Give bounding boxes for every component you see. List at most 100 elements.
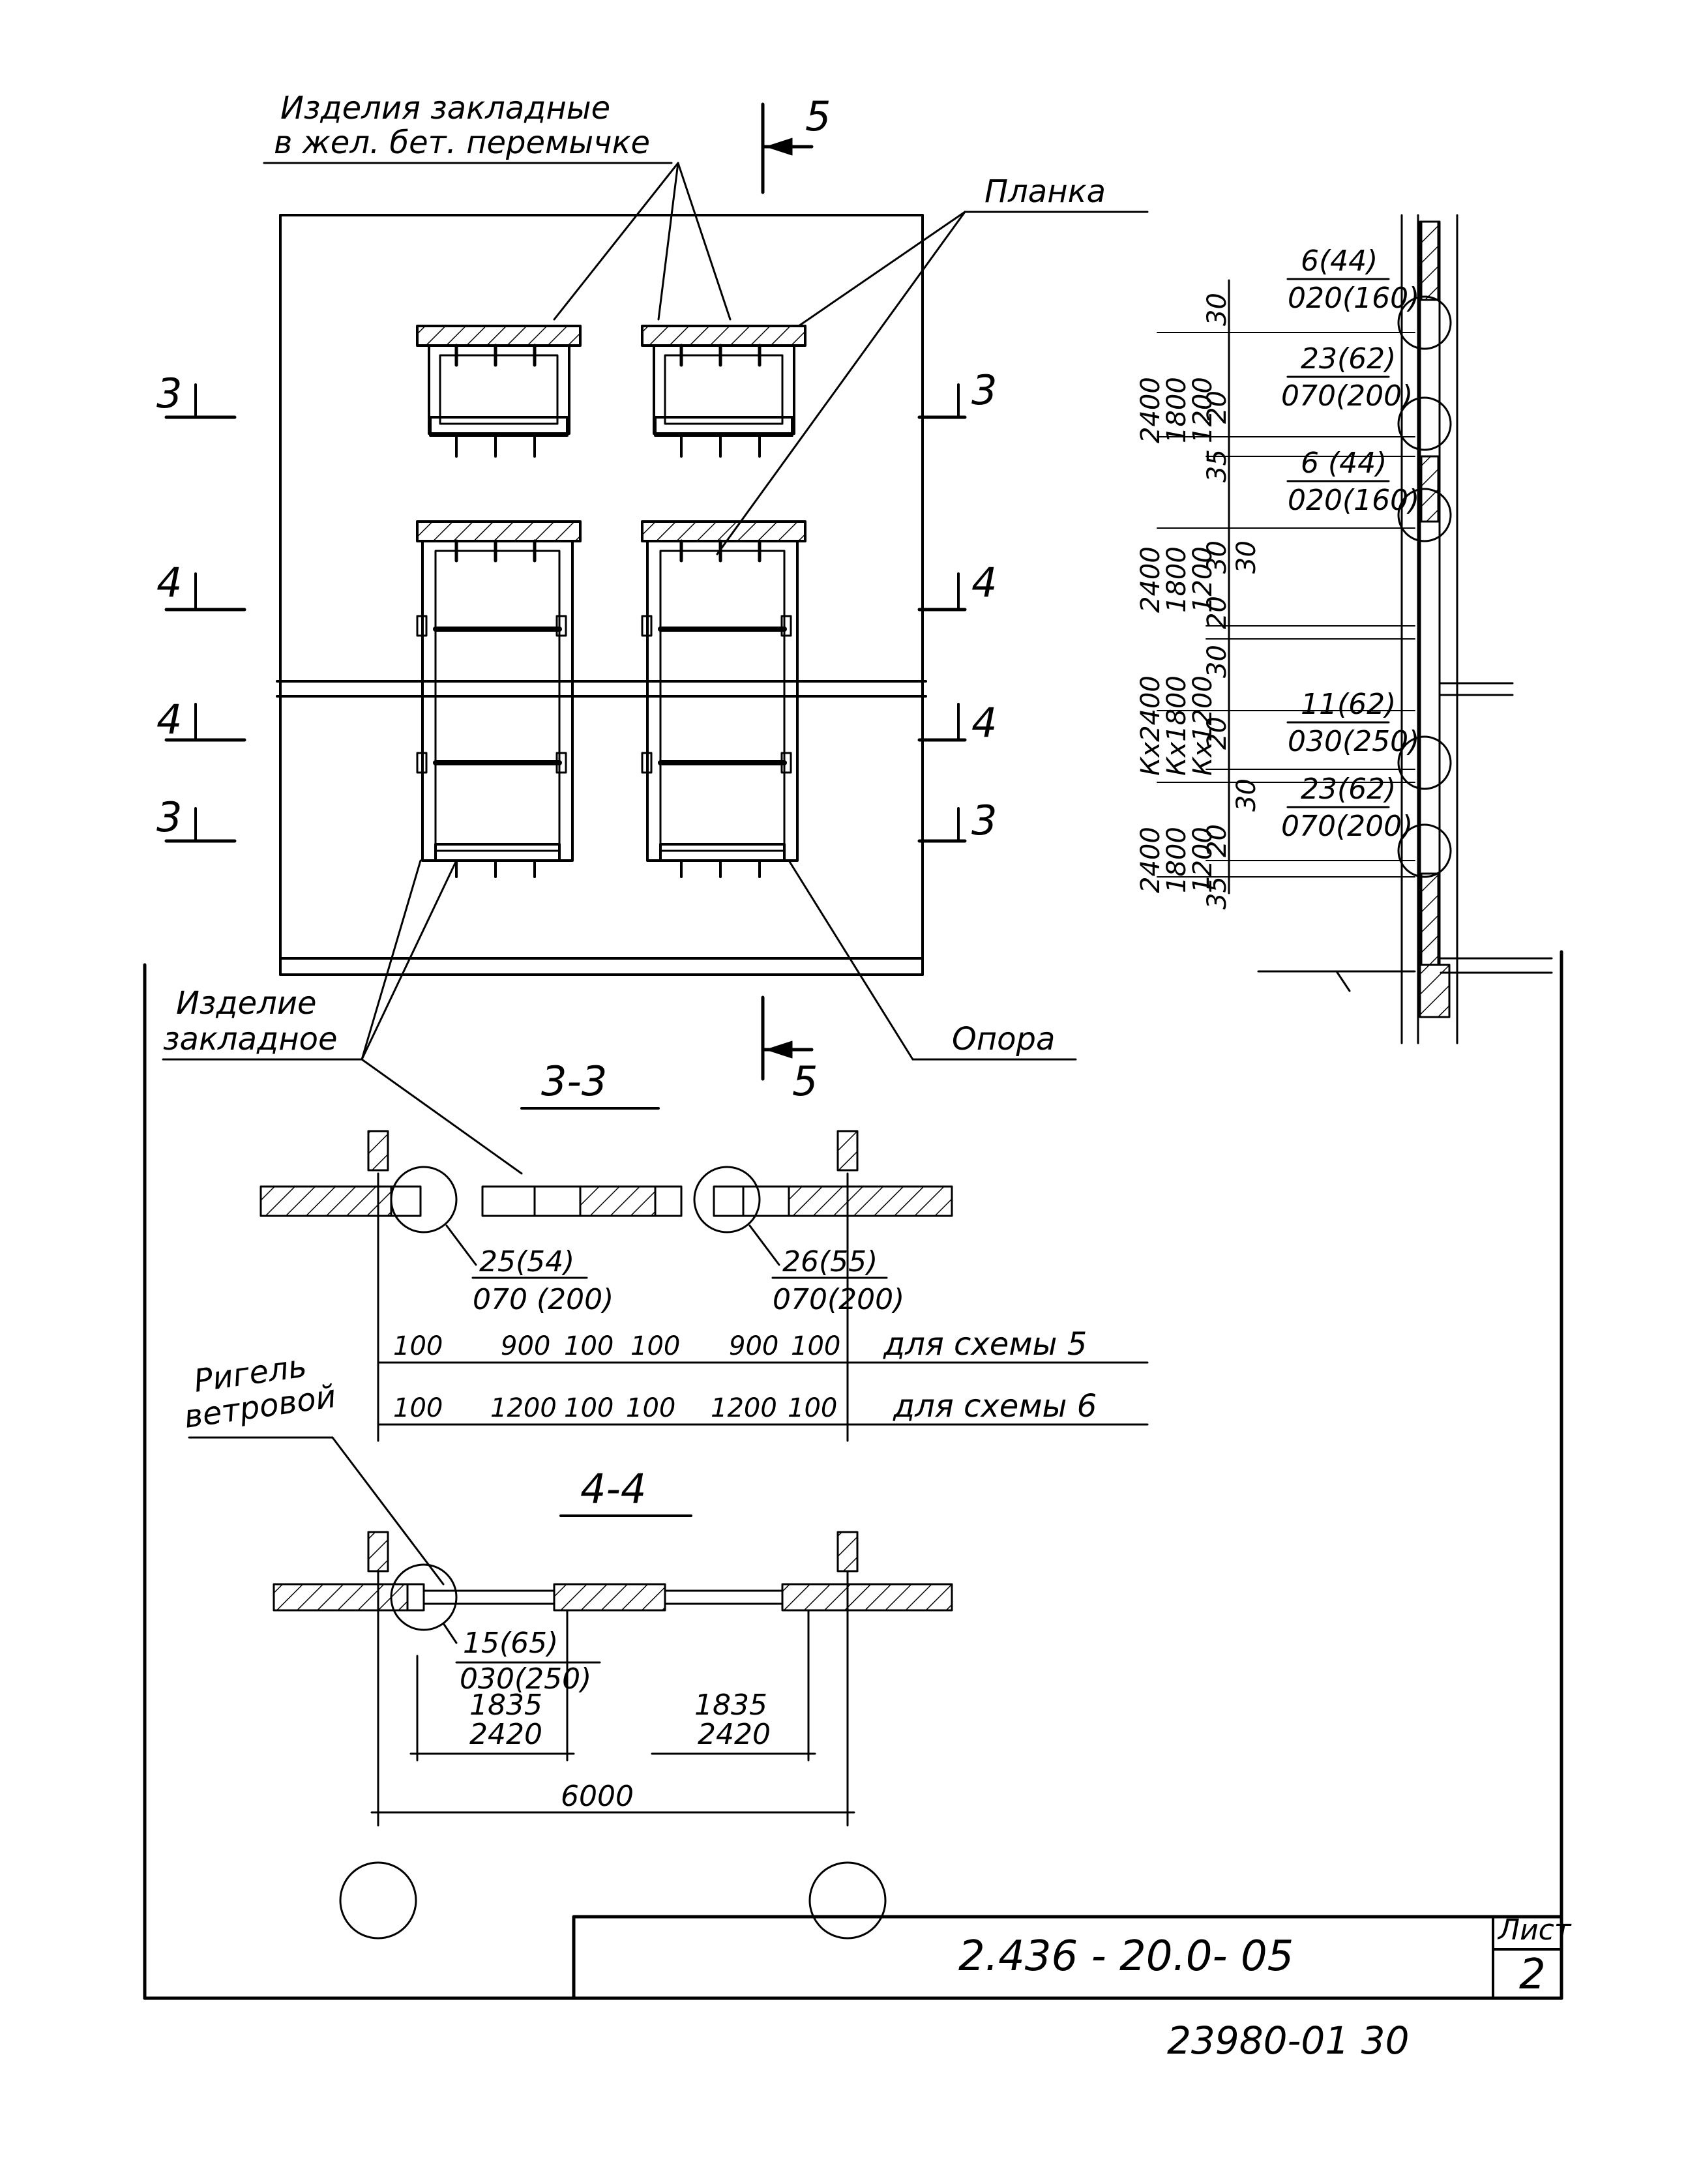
window-upper-left (416, 325, 582, 458)
right-callouts: 6(44) 020(160) 23(62) 070(200) 6 (44) 02… (1281, 244, 1419, 843)
height-2-c: 1200 (1188, 546, 1218, 613)
dim-v-8: 20 (1202, 716, 1232, 750)
height-2-a: 2400 (1136, 546, 1166, 613)
callout-r2-num: 23(62) (1301, 342, 1396, 376)
label-embedded-item: Изделие закладное (162, 859, 523, 1175)
cut-right-3-top: 3 (971, 366, 997, 414)
callout-r3-code: 020(160) (1288, 484, 1419, 517)
callout-r5-code: 070(200) (1281, 810, 1413, 843)
s33-scheme5-label: для схемы 5 (883, 1326, 1087, 1363)
section-4-4-title: 4-4 (580, 1465, 646, 1513)
section-mark-5-bottom: 5 (761, 996, 818, 1105)
s33-callout-left-num: 25(54) (479, 1245, 574, 1278)
s44-callout-num: 15(65) (463, 1627, 558, 1660)
section-3-3: 3-3 25(54) 070 (200) 26(55) 070(200) 100… (259, 1057, 1149, 1442)
label-support-text: Опора (952, 1021, 1055, 1057)
height-3-b: Кх1800 (1162, 675, 1192, 776)
cut-right-3-bottom: 3 (971, 797, 997, 844)
sheet-frame (143, 950, 1563, 2000)
height-4-a: 2400 (1136, 827, 1166, 893)
s33-row5-1: 900 (501, 1331, 550, 1361)
s44-left-dim-top: 1835 (469, 1689, 542, 1722)
sheet-label: Лист (1497, 1913, 1572, 1947)
s33-callout-left-code: 070 (200) (473, 1283, 614, 1316)
callout-r3-num: 6 (44) (1301, 447, 1387, 480)
callout-r1-code: 020(160) (1288, 282, 1419, 315)
s33-row5-0: 100 (393, 1331, 443, 1361)
dim-v-2: 20 (1202, 391, 1232, 424)
cut-left-3-top: 3 (156, 370, 182, 417)
wall-elevation: 3 3 4 4 4 4 3 3 (156, 214, 997, 976)
dimension-ladder: 30 20 35 30 30 20 30 20 30 20 35 2400 18… (1136, 279, 1415, 909)
sheet-number: 2 (1519, 1951, 1546, 1999)
height-3-a: Кх2400 (1136, 675, 1166, 776)
height-3-c: Кх1200 (1188, 675, 1218, 776)
label-embedded-lintel-line1: Изделия закладные (280, 90, 610, 126)
cut-left-4-top: 4 (156, 559, 182, 606)
section-4-4: 4-4 15(65) 030(250) 1835 2420 1835 2420 … (273, 1465, 953, 1940)
label-wind-rail: Ригель ветровой (182, 1348, 445, 1586)
callout-r2-code: 070(200) (1281, 379, 1413, 413)
s33-row6-0: 100 (393, 1393, 443, 1423)
title-block: 2.436 - 20.0- 05 Лист 2 (572, 1913, 1572, 2000)
callout-r5-num: 23(62) (1301, 773, 1396, 806)
dim-v-9: 30 (1232, 778, 1262, 812)
cut-left-4-bottom: 4 (156, 696, 182, 743)
s33-callout-right-code: 070(200) (773, 1283, 904, 1316)
label-embedded-item-line2: закладное (163, 1021, 338, 1057)
archive-stamp: 23980-01 30 (1167, 2018, 1409, 2063)
doc-code: 2.436 - 20.0- 05 (958, 1932, 1294, 1981)
dim-v-10: 20 (1202, 824, 1232, 857)
window-lower-left (416, 520, 582, 878)
vertical-section-5-5 (1257, 214, 1553, 1044)
s33-row6-1: 1200 (490, 1393, 557, 1423)
s33-row5-2: 100 (564, 1331, 614, 1361)
s33-row5-3: 100 (630, 1331, 680, 1361)
s33-row6-5: 100 (788, 1393, 837, 1423)
s44-right-dim-bottom: 2420 (698, 1718, 771, 1751)
section-3-3-title: 3-3 (541, 1057, 607, 1105)
dim-v-11: 35 (1202, 876, 1232, 909)
label-plank: Планка (716, 173, 1149, 555)
height-1-c: 1200 (1188, 377, 1218, 443)
dim-v-6: 20 (1202, 596, 1232, 629)
callout-r4-num: 11(62) (1301, 688, 1396, 721)
s33-row5-5: 100 (791, 1331, 840, 1361)
height-2-b: 1800 (1162, 546, 1192, 613)
callout-r1-num: 6(44) (1301, 244, 1378, 278)
label-plank-text: Планка (984, 173, 1106, 210)
height-1-a: 2400 (1136, 377, 1166, 443)
window-upper-right (641, 325, 806, 458)
callout-r4-code: 030(250) (1288, 725, 1419, 758)
dim-v-3: 35 (1202, 449, 1232, 482)
section-cuts: 3 3 4 4 4 4 3 3 (156, 366, 997, 844)
section-5-bottom-label: 5 (792, 1057, 818, 1105)
s33-row5-4: 900 (729, 1331, 778, 1361)
s44-right-dim-top: 1835 (694, 1689, 767, 1722)
cut-right-4-top: 4 (971, 559, 997, 606)
dim-v-5: 30 (1232, 540, 1262, 574)
height-1-b: 1800 (1162, 377, 1192, 443)
section-5-top-label: 5 (805, 93, 831, 140)
s33-scheme6-label: для схемы 6 (893, 1388, 1097, 1424)
s44-callout-code: 030(250) (460, 1662, 591, 1696)
dim-v-4: 30 (1202, 540, 1232, 574)
cut-right-4-bottom: 4 (971, 699, 997, 746)
s33-row6-2: 100 (564, 1393, 614, 1423)
label-embedded-lintel: Изделия закладные в жел. бет. перемычке (263, 90, 732, 321)
cut-left-3-bottom: 3 (156, 793, 182, 841)
height-4-c: 1200 (1188, 827, 1218, 893)
label-embedded-item-line1: Изделие (176, 985, 317, 1022)
dim-v-7: 30 (1202, 645, 1232, 678)
height-4-b: 1800 (1162, 827, 1192, 893)
s33-row6-3: 100 (626, 1393, 675, 1423)
label-embedded-lintel-line2: в жел. бет. перемычке (274, 125, 650, 161)
s33-row6-4: 1200 (711, 1393, 777, 1423)
s44-left-dim-bottom: 2420 (469, 1718, 542, 1751)
dim-v-1: 30 (1202, 293, 1232, 326)
label-support: Опора (788, 859, 1077, 1061)
window-lower-right (641, 520, 806, 878)
s33-callout-right-num: 26(55) (782, 1245, 878, 1278)
